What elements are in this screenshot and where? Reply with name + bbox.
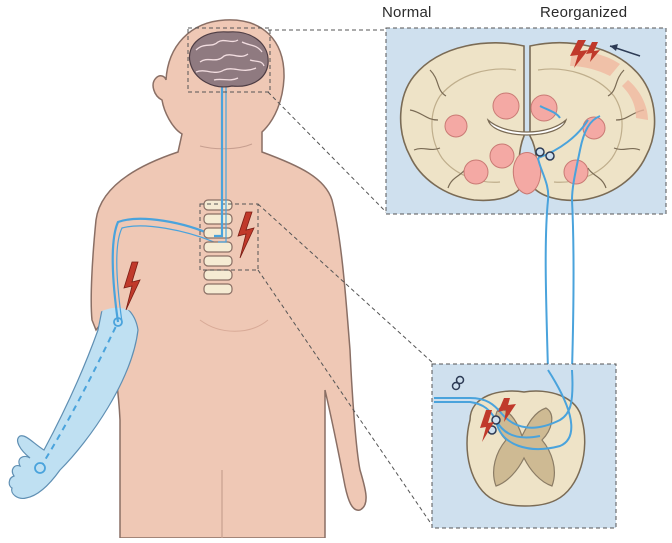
brain-section-panel bbox=[385, 27, 667, 371]
synapse-icon bbox=[535, 147, 555, 161]
zoom-connectors bbox=[257, 29, 435, 529]
lightning-bolt-icon bbox=[570, 40, 600, 68]
lightning-bolt-icon bbox=[237, 211, 255, 259]
spinal-column bbox=[199, 199, 259, 295]
lightning-bolt-icon bbox=[498, 398, 516, 422]
brain-icon bbox=[187, 27, 271, 93]
affected-arm bbox=[8, 240, 139, 499]
label-normal: Normal bbox=[382, 4, 432, 21]
ascending-pathway bbox=[214, 86, 227, 243]
lightning-bolt-icon bbox=[480, 410, 494, 442]
label-reorganized: Reorganized bbox=[540, 4, 628, 21]
spinal-cord-panel bbox=[431, 363, 617, 529]
peripheral-nerve bbox=[34, 217, 215, 474]
lightning-bolt-icon bbox=[123, 261, 141, 311]
